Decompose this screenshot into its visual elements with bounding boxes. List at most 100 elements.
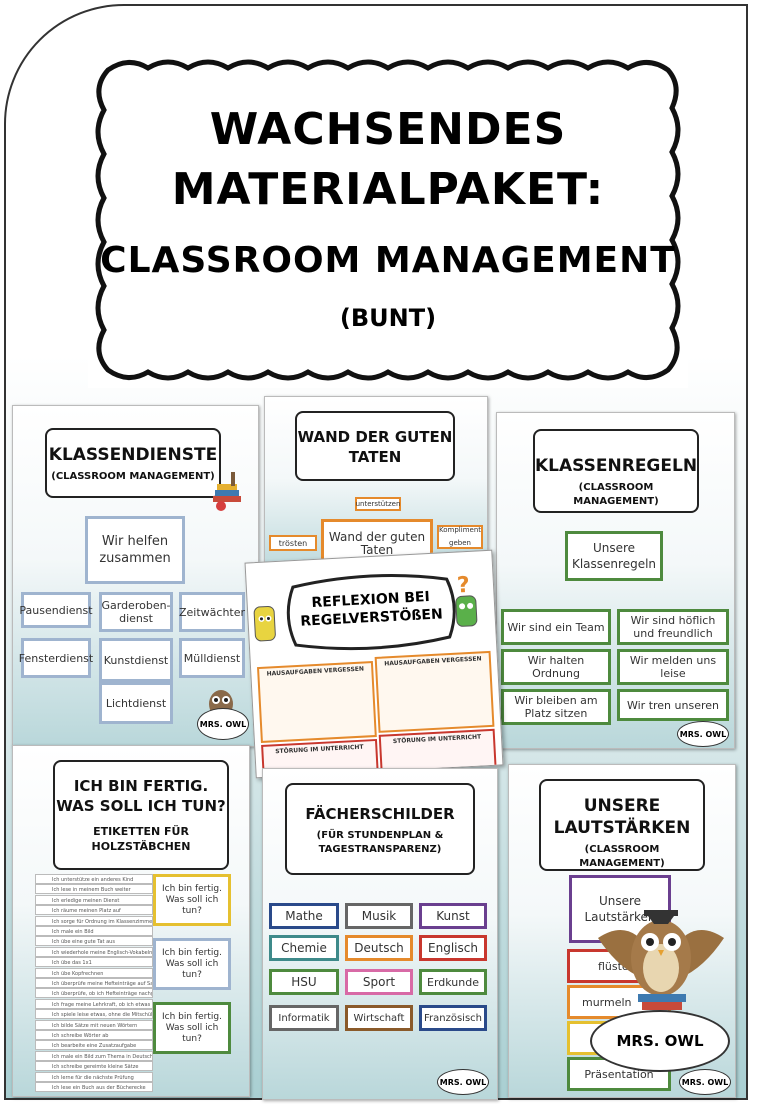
cover-title-line-2: MATERIALPAKET: [171,164,605,215]
poster-subtitle: (CLASSROOM MANAGEMENT) [579,844,665,869]
subject-card: Erdkunde [419,969,487,995]
header-card: Wir helfen zusammen [85,516,185,584]
deed-card: unterstützen [355,497,401,511]
subject-card: Englisch [419,935,487,961]
poster-title: WAND DER GUTEN TATEN [297,428,453,466]
poster-title: KLASSENREGELN [535,456,698,476]
scalloped-frame [95,59,681,381]
reflexion-title-area: REFLEXION BEI REGELVERSTÖßEN [262,564,480,661]
rule-card: Wir bleiben am Platz sitzen [501,689,611,725]
header-card: Unsere Klassenregeln [565,531,663,581]
poster-subtitle: (CLASSROOM MANAGEMENT) [51,471,215,482]
reflexion-box-title: HAUSAUFGABEN VERGESSEN [266,665,365,678]
strip-item: Ich erledige meinen Dienst [35,894,153,905]
finished-card: Ich bin fertig. Was soll ich tun? [153,1002,231,1054]
poster-title: FÄCHERSCHILDER [305,805,455,823]
strip-item: Ich sorge für Ordnung im Klassenzimmer [35,915,153,926]
duty-card: Zeitwächter [179,592,245,632]
strip-item: Ich überprüfe, ob ich Hefteinträge nachg… [35,988,153,999]
strip-item: Ich male ein Bild [35,926,153,936]
reflexion-box: HAUSAUFGABEN VERGESSEN [257,661,377,744]
poster-wand: WAND DER GUTEN TATEN unterstützen tröste… [264,396,488,578]
duty-card: Garderoben-dienst [99,592,173,632]
poster-faecher: FÄCHERSCHILDER (FÜR STUNDENPLAN & TAGEST… [262,768,498,1100]
poster-subtitle: ETIKETTEN FÜR HOLZSTÄBCHEN [91,825,191,853]
poster-klassenregeln: KLASSENREGELN (CLASSROOM MANAGEMENT) Uns… [496,412,735,749]
strip-item: Ich schreibe Wörter ab [35,1030,153,1040]
poster-title: UNSERE LAUTSTÄRKEN [553,796,691,838]
strip-item: Ich lerne für die nächste Prüfung [35,1071,153,1082]
strip-item: Ich frage meine Lehrkraft, ob ich etwas … [35,998,153,1009]
poster-title: KLASSENDIENSTE [48,445,218,465]
rule-card: Wir sind höflich und freundlich [617,609,729,645]
strip-item: Ich bearbeite eine Zusatzaufgabe [35,1040,153,1051]
strip-item: Ich spiele leise etwas, ohne die Mitschü… [35,1009,153,1020]
brand-badge: MRS. OWL [437,1069,489,1095]
poster-title-box: KLASSENREGELN (CLASSROOM MANAGEMENT) [533,429,699,513]
green-character-icon: ? [446,573,485,631]
books-icon [209,466,245,512]
rule-card: Wir tren unseren [617,689,729,721]
poster-fertig: ICH BIN FERTIG. WAS SOLL ICH TUN? ETIKET… [12,745,250,1097]
subject-card: Deutsch [345,935,413,961]
subject-card: Informatik [269,1005,339,1031]
poster-subtitle: (CLASSROOM MANAGEMENT) [573,482,659,507]
strip-item: Ich übe eine gute Tat aus [35,936,153,947]
poster-subtitle: (FÜR STUNDENPLAN & TAGESTRANSPARENZ) [316,830,444,855]
subject-card: Wirtschaft [345,1005,413,1031]
brand-badge: MRS. OWL [197,708,249,740]
poster-title-box: ICH BIN FERTIG. WAS SOLL ICH TUN? ETIKET… [53,760,229,870]
brand-badge: MRS. OWL [679,1069,731,1095]
subject-card: Französisch [419,1005,487,1031]
strip-item: Ich bilde Sätze mit neuen Wörtern [35,1019,153,1030]
brand-badge-large: MRS. OWL [590,1010,730,1072]
strip-item: Ich wiederhole meine Englisch-Vokabeln [35,946,153,957]
rule-card: Wir sind ein Team [501,609,611,645]
subject-card: HSU [269,969,339,995]
poster-klassendienste: KLASSENDIENSTE (CLASSROOM MANAGEMENT) Wi… [12,405,259,747]
finished-card: Ich bin fertig. Was soll ich tun? [153,874,231,926]
svg-text:?: ? [456,573,470,598]
rule-card: Wir halten Ordnung [501,649,611,685]
strip-item: Ich lese ein Buch aus der Bücherecke [35,1082,153,1092]
deed-card: trösten [269,535,317,551]
rule-card: Wir melden uns leise [617,649,729,685]
yellow-character-icon [250,602,280,647]
strip-item: Ich unterstütze ein anderes Kind [35,874,153,884]
cover-title-line-4: (BUNT) [339,304,437,332]
reflexion-box-title: HAUSAUFGABEN VERGESSEN [384,655,482,668]
strip-item: Ich überprüfe meine Hefteinträge auf Sau… [35,978,153,988]
duty-card: Kunstdienst [99,638,173,682]
cover-title-line-3: CLASSROOM MANAGEMENT [100,240,676,281]
strip-item: Ich räume meinen Platz auf [35,905,153,916]
deed-card: Kompliment geben [437,525,483,549]
cover-title-box: WACHSENDES MATERIALPAKET: CLASSROOM MANA… [88,52,688,388]
duty-card: Lichtdienst [99,682,173,724]
reflexion-box-title: STÖRUNG IM UNTERRICHT [275,743,364,756]
subject-card: Sport [345,969,413,995]
poster-reflexion: REFLEXION BEI REGELVERSTÖßEN ? HAUSAUFGA… [244,549,504,779]
poster-title-box: KLASSENDIENSTE (CLASSROOM MANAGEMENT) [45,428,221,498]
subject-card: Chemie [269,935,339,961]
subject-card: Kunst [419,903,487,929]
strip-item: Ich male ein Bild zum Thema in Deutsch [35,1050,153,1061]
subject-card: Mathe [269,903,339,929]
strip-item: Ich lese in meinem Buch weiter [35,884,153,895]
poster-title-box: WAND DER GUTEN TATEN [295,411,455,481]
owl-mascot-icon [588,898,734,1018]
poster-title-box: UNSERE LAUTSTÄRKEN (CLASSROOM MANAGEMENT… [539,779,705,871]
brand-badge: MRS. OWL [677,721,729,747]
poster-title-box: FÄCHERSCHILDER (FÜR STUNDENPLAN & TAGEST… [285,783,475,875]
duty-card: Mülldienst [179,638,245,678]
cover-title-line-1: WACHSENDES [209,104,567,155]
strip-item: Ich schreibe gereimte kleine Sätze [35,1061,153,1072]
subject-card: Musik [345,903,413,929]
duty-card: Pausendienst [19,592,93,628]
reflexion-box: HAUSAUFGABEN VERGESSEN [374,650,495,733]
finished-card: Ich bin fertig. Was soll ich tun? [153,938,231,990]
poster-title: ICH BIN FERTIG. WAS SOLL ICH TUN? [56,777,226,815]
strip-item: Ich übe das 1x1 [35,957,153,968]
duty-card: Fensterdienst [19,638,93,678]
strip-item: Ich übe Kopfrechnen [35,967,153,978]
